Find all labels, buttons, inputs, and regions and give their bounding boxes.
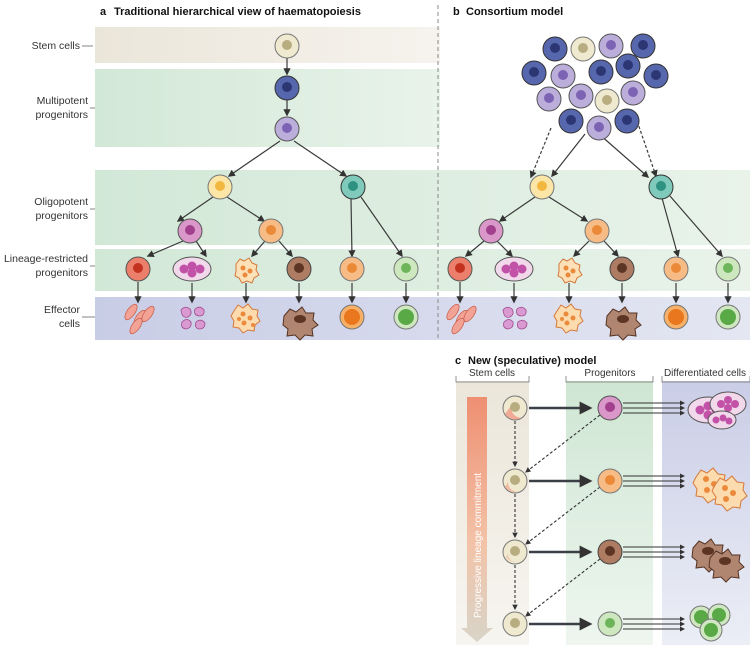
panel-a-letter: a: [100, 6, 107, 18]
band-oligopotent: [95, 170, 750, 245]
commitment-label: Progressive lineage commitment: [473, 473, 484, 618]
panel-c-stem-dashed: [512, 414, 601, 617]
panel-a-cells: [124, 33, 419, 341]
oligopotent-myeloid: [207, 174, 233, 200]
label-oligopotent-2: progenitors: [35, 210, 88, 222]
panel-c-b-cells: [689, 603, 731, 642]
col-header-stem: Stem cells: [469, 368, 515, 379]
panel-b-title: Consortium model: [466, 6, 563, 18]
macrophage: [282, 306, 319, 341]
row-bands: [95, 27, 750, 340]
platelets: [180, 306, 206, 330]
col-header-progenitors: Progenitors: [584, 368, 635, 379]
macrophage-progenitor: [286, 256, 312, 282]
panel-c-thick-arrows: [529, 401, 593, 631]
panel-b-letter: b: [453, 6, 460, 18]
megakaryocyte-erythroid-progenitor: [177, 218, 203, 244]
b-cell: [393, 304, 419, 330]
band-multipotent: [95, 69, 440, 147]
consortium-cluster: [521, 33, 669, 141]
t-cell-progenitor: [339, 256, 365, 282]
label-effector-2: cells: [59, 318, 80, 330]
panel-c-letter: c: [455, 355, 461, 367]
label-lineage-2: progenitors: [35, 267, 88, 279]
b-cell-progenitor: [393, 256, 419, 282]
panel-c-fan-arrows: [623, 400, 685, 632]
granulocyte-macrophage-progenitor: [258, 218, 284, 244]
multipotent-progenitor-dark: [274, 75, 300, 101]
panel-c-columns: [455, 376, 750, 645]
megakaryocyte-progenitor: [172, 256, 212, 282]
granulocyte-progenitor: [234, 257, 260, 284]
label-stem-cells: Stem cells: [32, 40, 80, 52]
panel-c-title: New (speculative) model: [468, 355, 596, 367]
col-stem-bg: [456, 381, 529, 645]
band-stem: [95, 27, 440, 63]
row-labels: Stem cells Multipotent progenitors Oligo…: [4, 40, 95, 330]
panel-b-cells: [446, 174, 741, 341]
label-multipotent-2: progenitors: [35, 109, 88, 121]
multipotent-progenitor-light: [274, 116, 300, 142]
col-progenitors-bg: [566, 381, 653, 645]
granulocyte: [230, 303, 261, 334]
label-oligopotent-1: Oligopotent: [34, 196, 88, 208]
panel-a-title: Traditional hierarchical view of haemato…: [114, 6, 361, 18]
stem-cell: [274, 33, 300, 59]
panel-c-macrophages: [691, 538, 745, 583]
panel-c-megakaryocytes: [687, 391, 747, 430]
col-header-differentiated: Differentiated cells: [664, 368, 746, 379]
oligopotent-lymphoid: [340, 174, 366, 200]
commitment-arrow: Progressive lineage commitment: [461, 397, 493, 642]
erythroid-progenitor: [125, 256, 151, 282]
t-cell: [339, 304, 365, 330]
panel-c-progenitors: [597, 395, 623, 637]
label-effector-1: Effector: [44, 304, 80, 316]
panel-c-granulocytes: [692, 467, 748, 512]
band-effector: [95, 297, 750, 340]
panel-b-arrows: [456, 111, 732, 304]
panel-a-arrows: [134, 57, 410, 304]
panel-c-stem-cells: [502, 395, 528, 637]
label-lineage-1: Lineage-restricted: [4, 253, 88, 265]
label-multipotent-1: Multipotent: [37, 95, 88, 107]
col-differentiated-bg: [662, 381, 750, 645]
erythrocytes: [124, 303, 155, 335]
